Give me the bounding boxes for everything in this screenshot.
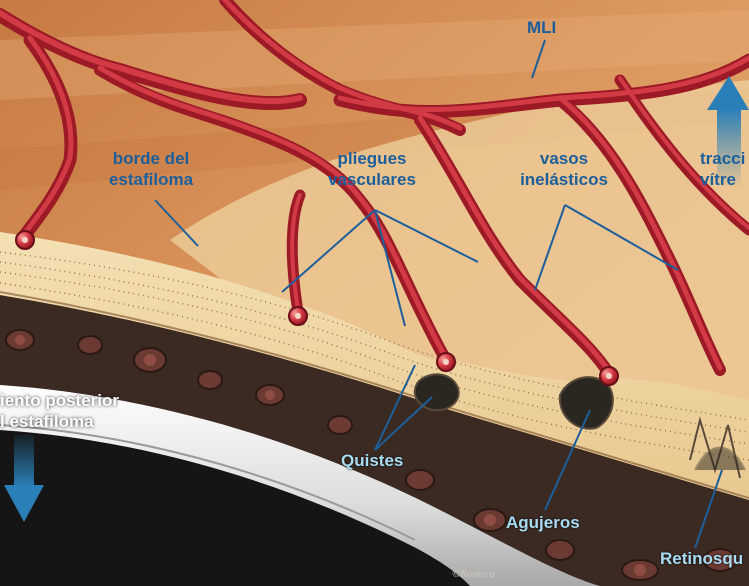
vitreous-traction-label-line1: tracci — [700, 149, 746, 168]
staphyloma-edge-label: borde del estafiloma — [98, 148, 204, 191]
cysts-label: Quistes — [341, 451, 404, 470]
vascular-folds-label-line2: vasculares — [328, 170, 416, 190]
staphyloma-edge-label-line2: estafiloma — [108, 170, 194, 190]
retinoschisis — [689, 416, 746, 479]
vascular-folds-label: pliegues vasculares — [318, 148, 426, 191]
vessel-cross-sections — [15, 230, 619, 386]
author-credit: ©Romera — [452, 568, 496, 580]
vitreous-traction-label: tracci vítre — [700, 148, 745, 191]
staphyloma-edge-label-line1: borde del — [112, 149, 190, 168]
label-leader-lines — [154, 39, 723, 549]
vascular-folds-label-line1: pliegues — [337, 149, 407, 168]
inelastic-vessels-label: vasos inelásticos — [508, 148, 620, 191]
holes-label: Agujeros — [506, 513, 580, 532]
holes — [558, 376, 614, 430]
cysts — [413, 373, 460, 412]
posterior-displacement-label: iento posterior l estafiloma — [0, 390, 119, 433]
arrow-up-icon — [707, 76, 749, 188]
posterior-displacement-label-line2: l estafiloma — [0, 412, 94, 432]
vitreous-traction-label-line2: vítre — [700, 170, 736, 190]
mli-label: MLI — [527, 18, 557, 37]
retinoschisis-label: Retinosqu — [660, 549, 744, 568]
arrow-down-icon — [4, 435, 44, 522]
posterior-displacement-label-line1: iento posterior — [0, 391, 120, 410]
orbit-shadow — [0, 430, 470, 586]
choroid-vessels — [5, 329, 737, 581]
inelastic-vessels-label-line1: vasos — [539, 149, 589, 168]
retina — [0, 232, 749, 500]
inelastic-vessels-label-line2: inelásticos — [520, 170, 608, 190]
